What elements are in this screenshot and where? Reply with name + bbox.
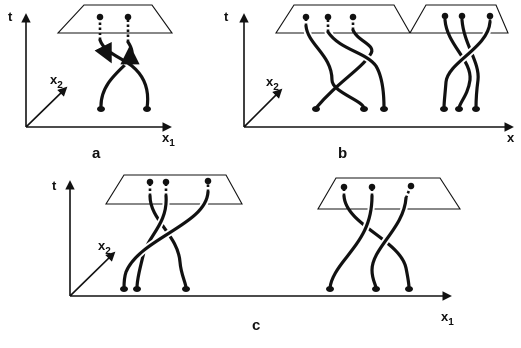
x1-axis-label: x1	[441, 309, 454, 328]
world-lines-left	[302, 18, 388, 112]
t-axis-label: t	[224, 9, 229, 24]
panel-a: t x2 x1 a	[8, 4, 175, 162]
panel-label-c: c	[252, 317, 260, 334]
panel-a-axes: t x2 x1	[8, 9, 175, 149]
world-lines	[94, 18, 152, 112]
panel-c: t x2 x1	[52, 174, 462, 334]
particle-dots-right	[326, 182, 415, 292]
panel-c-axes: t x2 x1	[52, 178, 454, 328]
world-lines-left	[122, 183, 212, 292]
x2-axis-label: x2	[266, 74, 279, 93]
particle-dots	[96, 13, 151, 112]
particle-dots-right	[440, 12, 494, 112]
x1-axis-label: x1	[162, 130, 175, 149]
particle-dots-left	[302, 13, 388, 112]
particle-dots-left	[120, 177, 212, 292]
time-slice-plane	[56, 4, 174, 34]
t-axis-label: t	[8, 9, 13, 24]
time-slice-plane-right	[409, 4, 509, 34]
time-slice-plane-right	[317, 177, 462, 210]
x2-axis-label: x2	[98, 238, 111, 257]
panel-label-a: a	[92, 145, 101, 162]
time-slice-plane-left	[105, 174, 243, 205]
panel-b: t x2 x	[224, 4, 515, 162]
panel-b-axes: t x2 x	[224, 9, 515, 145]
t-axis-label: t	[52, 178, 57, 193]
panel-label-b: b	[338, 145, 347, 162]
x2-axis-label: x2	[50, 72, 63, 91]
x-axis-label: x	[507, 130, 515, 145]
world-lines-right	[440, 17, 494, 112]
time-slice-plane-left	[274, 4, 411, 34]
world-lines-right	[328, 187, 412, 290]
